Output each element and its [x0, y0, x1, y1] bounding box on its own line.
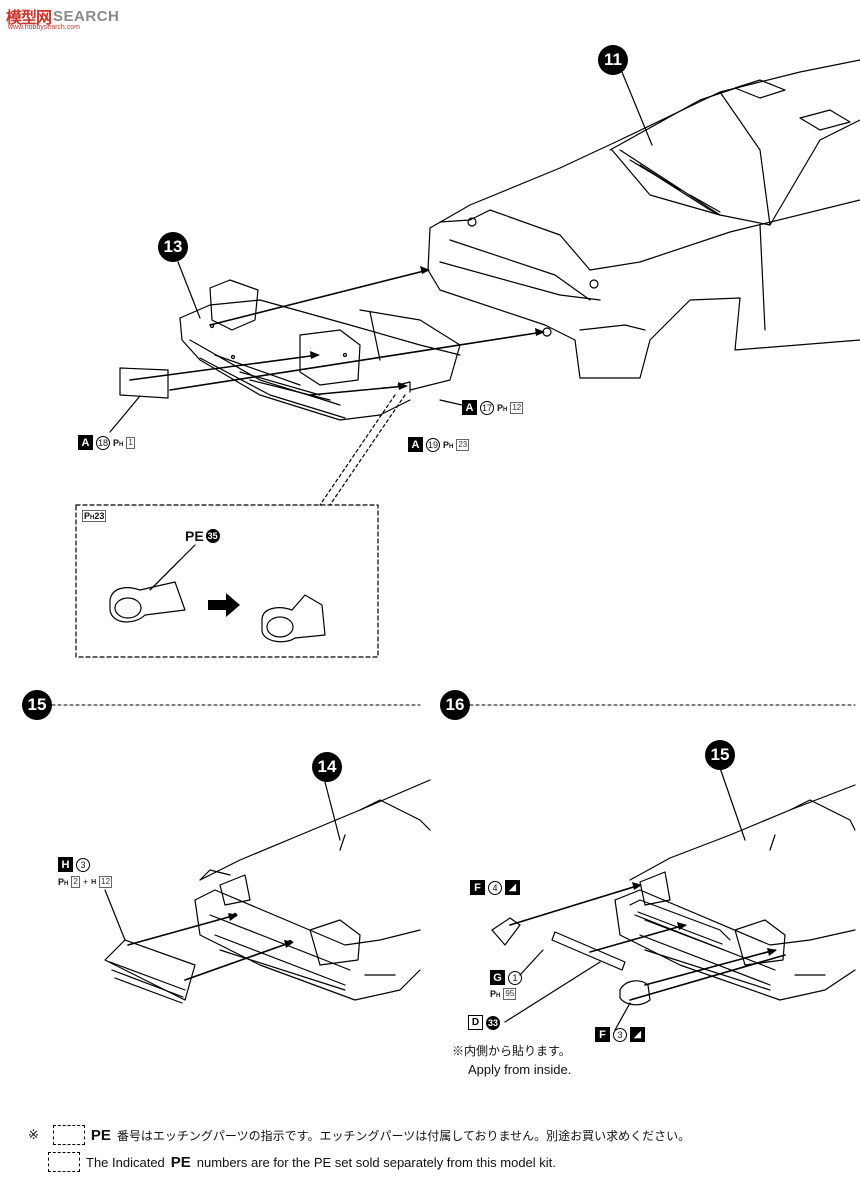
- ph-box-number: 2: [71, 876, 80, 888]
- part-tag-h3-ph: PH 2 + H 12: [58, 876, 113, 888]
- ph-box-number: 95: [503, 988, 517, 1000]
- ph-box-number: 12: [510, 401, 524, 414]
- footer-jp: ※ PE 番号はエッチングパーツの指示です。エッチングパーツは付属しておりません…: [28, 1125, 690, 1145]
- part-number: 1: [508, 970, 522, 985]
- pe-dashed-box: [52, 1125, 85, 1145]
- ph-label: PH: [490, 989, 501, 999]
- ph-box-number: 23: [456, 438, 470, 451]
- decal-letter: D: [468, 1015, 483, 1030]
- step-15-subassembly-number: 15: [705, 740, 735, 770]
- inset-ph-tag: PH23: [82, 510, 107, 522]
- step-13-number: 13: [158, 232, 188, 262]
- part-tag-a19: A 19 PH 23: [408, 437, 470, 452]
- apply-note-en: Apply from inside.: [468, 1062, 572, 1077]
- footer-en: The Indicated PE numbers are for the PE …: [48, 1152, 556, 1172]
- decal-number: 33: [486, 1015, 500, 1030]
- part-tag-f3: F 3 ◢: [595, 1027, 645, 1042]
- pe-part-flat: [109, 559, 186, 623]
- part-tag-g1: G 1: [490, 970, 522, 985]
- ph-label: PH: [58, 877, 69, 887]
- sprue-letter: G: [490, 970, 505, 985]
- sprue-letter: A: [408, 437, 423, 452]
- small-parts-step16: [491, 917, 651, 1006]
- car-body-step11: [427, 59, 860, 379]
- front-bumper-step13: [119, 279, 461, 421]
- step-14-number: 14: [312, 752, 342, 782]
- part-number: 19: [426, 437, 440, 452]
- watermark-logo: 模型网: [6, 10, 52, 27]
- plus-sign: +: [82, 877, 89, 887]
- part-tag-f4: F 4 ◢: [470, 880, 520, 895]
- pe-number: 35: [205, 529, 220, 543]
- step-11-number: 11: [598, 45, 628, 75]
- car-front-step16: [614, 784, 856, 1001]
- part-number: 4: [488, 880, 502, 895]
- h-label: H: [91, 878, 97, 886]
- pe35-label: PE 35: [185, 528, 220, 544]
- footer-jp-text: 番号はエッチングパーツの指示です。エッチングパーツは付属しておりません。別途お買…: [116, 1128, 691, 1143]
- part-number: 18: [96, 435, 110, 450]
- paint-brush-icon: ◢: [630, 1027, 645, 1042]
- watermark-url: www.hobbysearch.com: [8, 24, 80, 31]
- h-box-number: 12: [99, 876, 113, 888]
- part-number: 17: [480, 400, 494, 415]
- step-15-heading: 15: [22, 690, 52, 720]
- arrow-right-icon: [208, 593, 240, 617]
- step-16-heading: 16: [440, 690, 470, 720]
- part-number: 3: [76, 857, 90, 872]
- sprue-letter: H: [58, 857, 73, 872]
- pe-mark: PE: [90, 1126, 111, 1144]
- ph-label: PH: [113, 437, 124, 448]
- ph-label: PH23: [82, 510, 107, 522]
- part-tag-a17: A 17 PH 12: [462, 400, 524, 415]
- watermark: 模型网 SEARCH: [6, 4, 119, 28]
- paint-brush-icon: ◢: [505, 880, 520, 895]
- apply-note-jp: ※内側から貼ります。: [452, 1044, 571, 1058]
- pe-mark: PE: [185, 528, 204, 544]
- sprue-letter: A: [78, 435, 93, 450]
- pe-part-bent: [261, 594, 326, 643]
- sprue-letter: F: [470, 880, 485, 895]
- part-tag-h3: H 3: [58, 857, 90, 872]
- part-tag-g1-ph: PH 95: [490, 988, 517, 1000]
- pe-dashed-box: [48, 1152, 80, 1172]
- sprue-letter: A: [462, 400, 477, 415]
- ph-label: PH: [443, 439, 454, 450]
- footer-en-post: numbers are for the PE set sold separate…: [196, 1154, 556, 1170]
- pe-mark: PE: [170, 1153, 191, 1171]
- ph-label: PH: [497, 402, 508, 413]
- ph-box-number: 1: [126, 436, 135, 449]
- car-front-step15: [104, 779, 431, 1004]
- watermark-text: SEARCH: [53, 7, 120, 25]
- part-tag-d33: D 33: [468, 1015, 500, 1030]
- part-number: 3: [613, 1027, 627, 1042]
- sprue-letter: F: [595, 1027, 610, 1042]
- part-tag-a18: A 18 PH 1: [78, 435, 135, 450]
- footer-en-pre: The Indicated: [86, 1154, 165, 1170]
- footer-mark: ※: [28, 1127, 39, 1142]
